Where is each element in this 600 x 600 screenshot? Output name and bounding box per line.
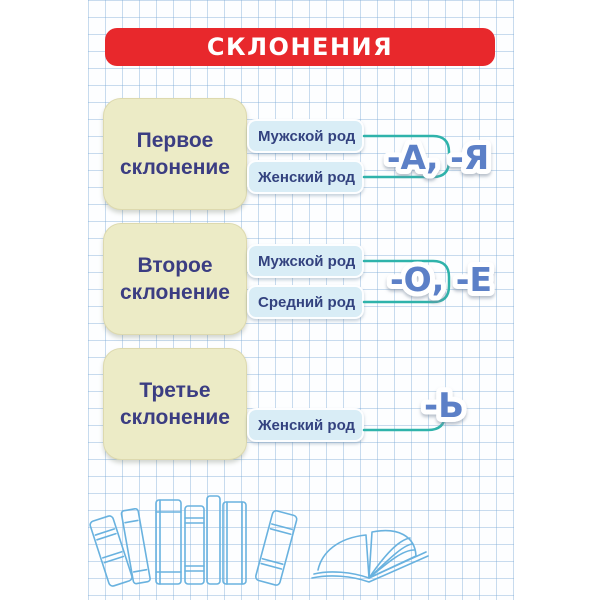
upright-books-icon (156, 496, 246, 584)
card-first-declension: Первое склонение (103, 98, 247, 210)
gender-pill-label: Женский род (258, 416, 356, 434)
title-banner: СКЛОНЕНИЯ (105, 28, 495, 66)
gender-pill-label: Мужской род (258, 252, 356, 270)
books-illustration (86, 486, 466, 594)
gender-pill-label: Женский род (258, 168, 356, 186)
gender-pill: Мужской род (247, 119, 364, 153)
card-third-declension: Третье склонение (103, 348, 247, 460)
open-book-icon (312, 531, 428, 582)
card-title-line: склонение (120, 406, 230, 429)
leaning-book-left-icon (89, 515, 133, 587)
gender-pill: Женский род (247, 160, 364, 194)
card-title-line: склонение (120, 156, 230, 179)
card-title-line: Первое (136, 128, 214, 152)
gender-pill-label: Средний род (258, 293, 356, 311)
gender-pill: Мужской род (247, 244, 364, 278)
card-second-declension: Второе склонение (103, 223, 247, 335)
leaning-book-icon (121, 508, 151, 584)
page-title: СКЛОНЕНИЯ (206, 33, 394, 61)
gender-pill: Женский род (247, 408, 364, 442)
card-title-line: склонение (120, 281, 230, 304)
gender-pill-label: Мужской род (258, 127, 356, 145)
card-title-line: Третье (139, 378, 211, 402)
leaning-book-right-icon (255, 510, 298, 586)
gender-pill: Средний род (247, 285, 364, 319)
card-title-line: Второе (137, 253, 213, 277)
